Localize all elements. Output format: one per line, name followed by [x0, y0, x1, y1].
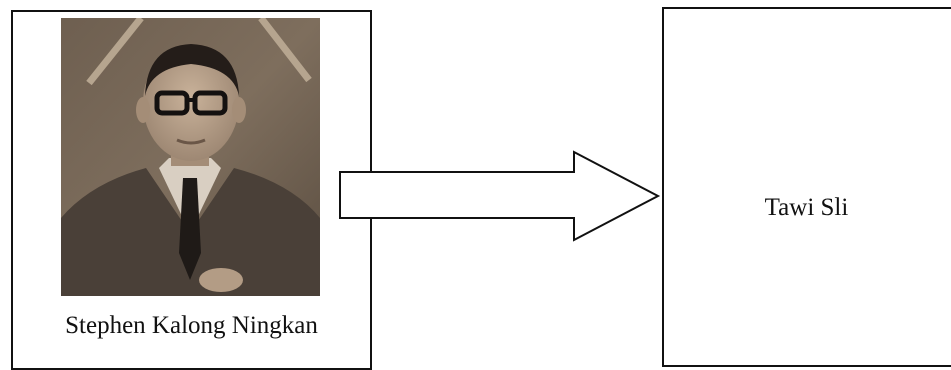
target-node-label: Tawi Sli: [764, 194, 849, 221]
right-arrow-icon: [338, 150, 668, 242]
target-node-box: [662, 7, 951, 367]
portrait-photo: [61, 18, 320, 296]
source-node-label: Stephen Kalong Ningkan: [65, 312, 318, 339]
